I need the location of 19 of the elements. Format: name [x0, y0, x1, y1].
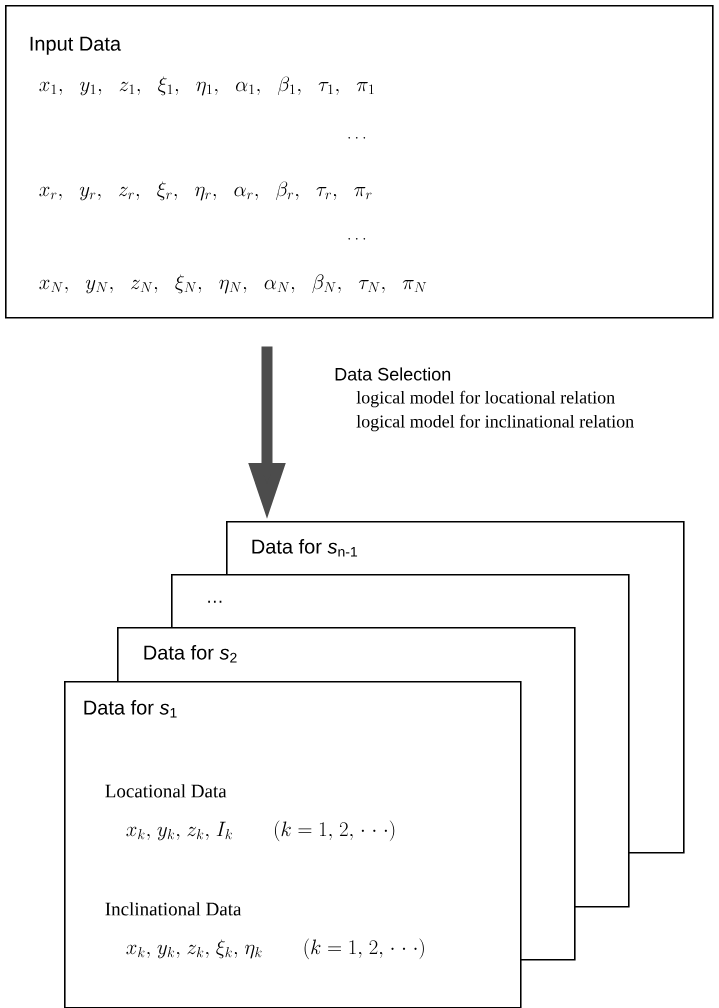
box-heading: Data for s$_{1}$: [84, 700, 177, 718]
note: logical model for inclinational relation: [356, 414, 634, 432]
box-heading: Data for s$_{2}$: [144, 645, 237, 663]
formula: $x_k, y_k, z_k, I_k \qquad ( k=1, 2, \cdots)$: [126, 820, 395, 842]
formula: $x_N, y_N, z_N, \xi_N, \eta_N, \alpha_N, \beta_N, \tau_N, \pi_N$: [39, 274, 427, 294]
data-card: [64, 681, 522, 1008]
section-heading: Locational Data: [105, 784, 227, 798]
formula: $x_r, y_r, z_r, \xi_r, \eta_r, \alpha_r, \beta_r, \tau_r, \pi_r$: [39, 181, 372, 201]
ellipsis: …: [208, 600, 222, 603]
note: logical model for locational relation: [356, 390, 615, 408]
box-heading: Input Data: [30, 36, 122, 55]
section-heading: Inclinational Data: [105, 902, 242, 916]
formula: $x_k, y_k, z_k, \xi_k, \eta_k \qquad ( k=1, 2, \cdots)$: [126, 938, 424, 960]
box-heading: Data for s$_{n-1}$: [252, 539, 358, 557]
formula: $x_1, y_1, z_1, \xi_1, \eta_1, \alpha_1, \beta_1, \tau_1, \pi_1$: [39, 76, 374, 96]
ellipsis: $\dots$: [348, 237, 366, 240]
ellipsis: $\dots$: [348, 136, 366, 139]
edge-label: Data Selection: [335, 367, 451, 381]
data-panel: [5, 5, 714, 319]
